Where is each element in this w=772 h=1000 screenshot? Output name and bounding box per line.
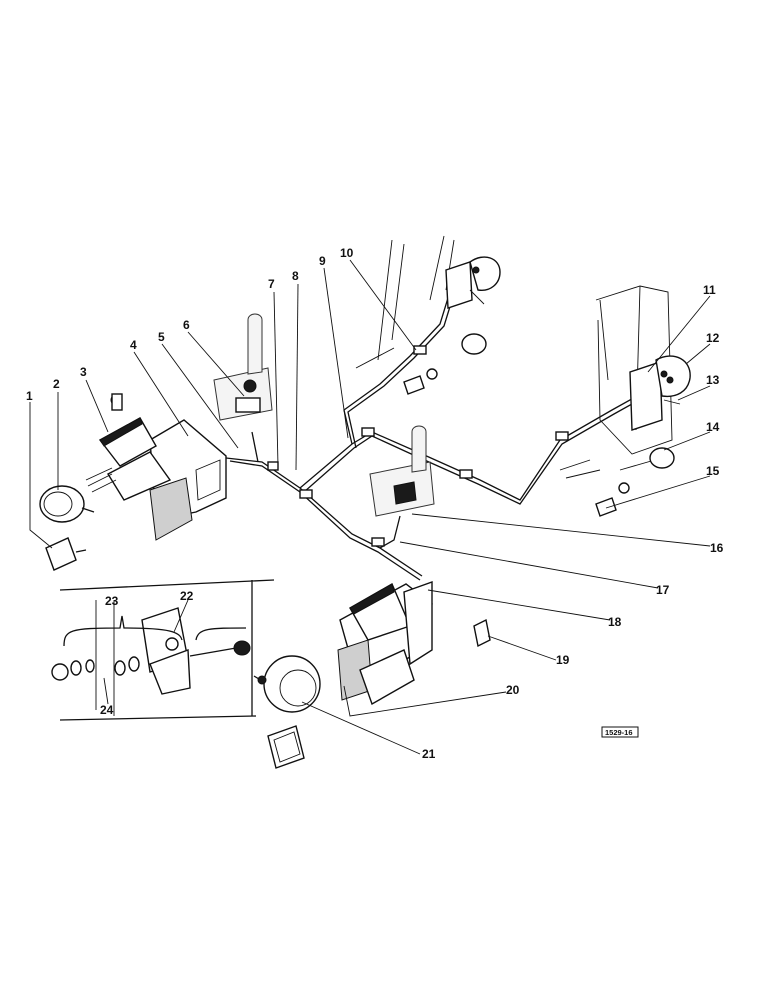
switch-block-6 — [213, 313, 273, 421]
callout-9: 9 — [319, 254, 326, 268]
callout-16: 16 — [710, 541, 724, 555]
clip-19 — [473, 618, 491, 648]
right-lamp-11 — [629, 355, 691, 431]
callout-19: 19 — [556, 653, 570, 667]
callout-4: 4 — [130, 338, 137, 352]
group-bracket-23 — [59, 579, 275, 721]
callout-8: 8 — [292, 269, 299, 283]
bolt-15 — [595, 482, 630, 517]
callout-23: 23 — [105, 594, 119, 608]
callout-11: 11 — [703, 283, 716, 297]
lens-21 — [267, 725, 305, 769]
callout-7: 7 — [268, 277, 275, 291]
callout-20: 20 — [506, 683, 520, 697]
lens-1 — [45, 537, 87, 571]
callout-3: 3 — [80, 365, 87, 379]
wiring-harness — [225, 297, 651, 581]
callout-13: 13 — [706, 373, 720, 387]
plate-assembly-22 — [51, 600, 251, 716]
figure-reference-label: 1529-16 — [605, 728, 633, 737]
top-lamp-10 — [403, 256, 501, 395]
callout-labels: 1 2 3 4 5 6 7 8 9 10 11 12 13 14 15 16 1… — [26, 246, 724, 761]
callout-15: 15 — [706, 464, 720, 478]
frame-members — [355, 235, 673, 479]
callout-5: 5 — [158, 330, 165, 344]
callout-17: 17 — [656, 583, 670, 597]
callout-24: 24 — [100, 703, 114, 717]
callout-22: 22 — [180, 589, 194, 603]
callout-12: 12 — [706, 331, 720, 345]
round-lamp-2 — [39, 485, 95, 523]
callout-10: 10 — [340, 246, 354, 260]
callout-18: 18 — [608, 615, 622, 629]
callout-14: 14 — [706, 420, 720, 434]
right-bracket-18 — [337, 581, 433, 706]
callout-2: 2 — [53, 377, 60, 391]
callout-1: 1 — [26, 389, 33, 403]
callout-21: 21 — [422, 747, 436, 761]
leader-lines — [29, 259, 711, 755]
round-lamp-21 — [253, 655, 321, 713]
left-lamp-bracket — [85, 393, 227, 541]
cap-14 — [649, 447, 675, 469]
callout-6: 6 — [183, 318, 190, 332]
switch-block-16 — [369, 425, 435, 517]
figure-reference: 1529-16 — [601, 726, 639, 738]
